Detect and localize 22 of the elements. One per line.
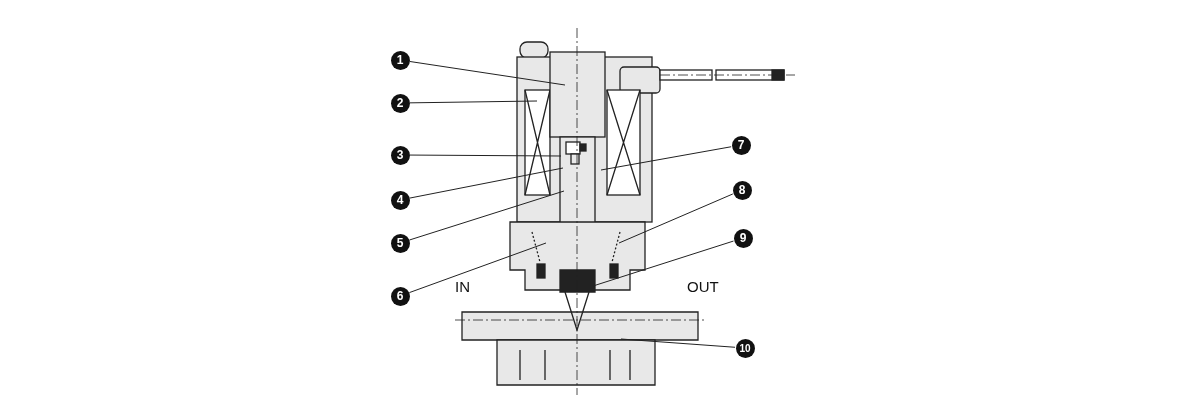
port-label: IN xyxy=(455,278,470,295)
callout-number: 10 xyxy=(735,338,755,358)
leader-line xyxy=(409,167,564,199)
callout-number: 3 xyxy=(390,145,410,165)
leader-line xyxy=(409,61,566,86)
leader-line xyxy=(600,146,732,171)
callout-number: 7 xyxy=(731,135,751,155)
leader-line xyxy=(409,190,565,241)
leader-line xyxy=(408,242,547,294)
leader-line xyxy=(620,338,736,348)
callout-number: 4 xyxy=(390,190,410,210)
callout-number: 6 xyxy=(390,286,410,306)
port-label: OUT xyxy=(687,278,719,295)
leader-line xyxy=(409,154,562,157)
callout-number: 2 xyxy=(390,93,410,113)
leader-line xyxy=(409,100,538,104)
callout-number: 9 xyxy=(733,228,753,248)
callout-number: 8 xyxy=(732,180,752,200)
leader-line xyxy=(618,193,734,244)
leader-line xyxy=(592,240,734,287)
callout-number: 1 xyxy=(390,50,410,70)
callout-number: 5 xyxy=(390,233,410,253)
